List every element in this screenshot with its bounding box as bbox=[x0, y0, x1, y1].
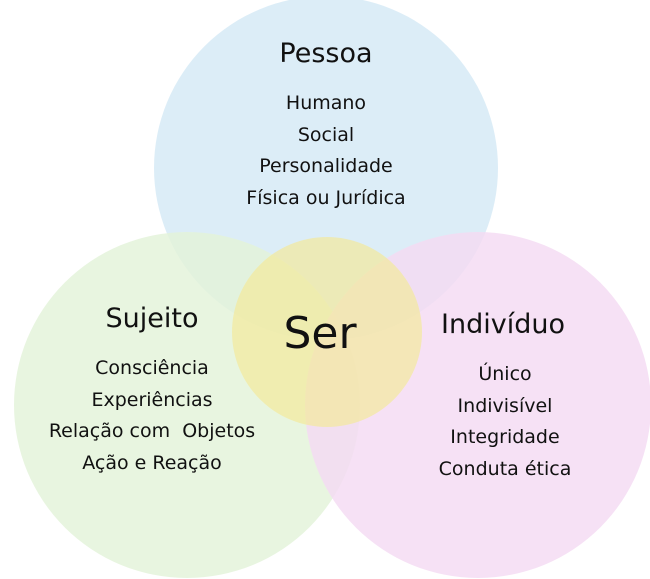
list-item: Social bbox=[297, 123, 355, 146]
list-item: Personalidade bbox=[259, 155, 393, 177]
list-item: Consciência bbox=[95, 357, 209, 379]
set-title-individuo: Indivíduo bbox=[441, 309, 565, 340]
list-item: Indivisível bbox=[457, 394, 553, 417]
list-item: Conduta ética bbox=[438, 457, 572, 480]
list-item: Ação e Reação bbox=[82, 451, 222, 474]
list-item: Experiências bbox=[91, 388, 213, 411]
set-title-pessoa: Pessoa bbox=[279, 38, 373, 69]
list-item: Integridade bbox=[450, 426, 560, 448]
list-item: Humano bbox=[285, 92, 367, 114]
set-title-sujeito: Sujeito bbox=[105, 303, 199, 334]
circle-ser bbox=[232, 237, 422, 427]
list-item: Relação com Objetos bbox=[48, 420, 256, 442]
center-label-ser: Ser bbox=[283, 308, 357, 359]
list-item: Único bbox=[478, 363, 532, 385]
list-item: Física ou Jurídica bbox=[246, 186, 406, 209]
